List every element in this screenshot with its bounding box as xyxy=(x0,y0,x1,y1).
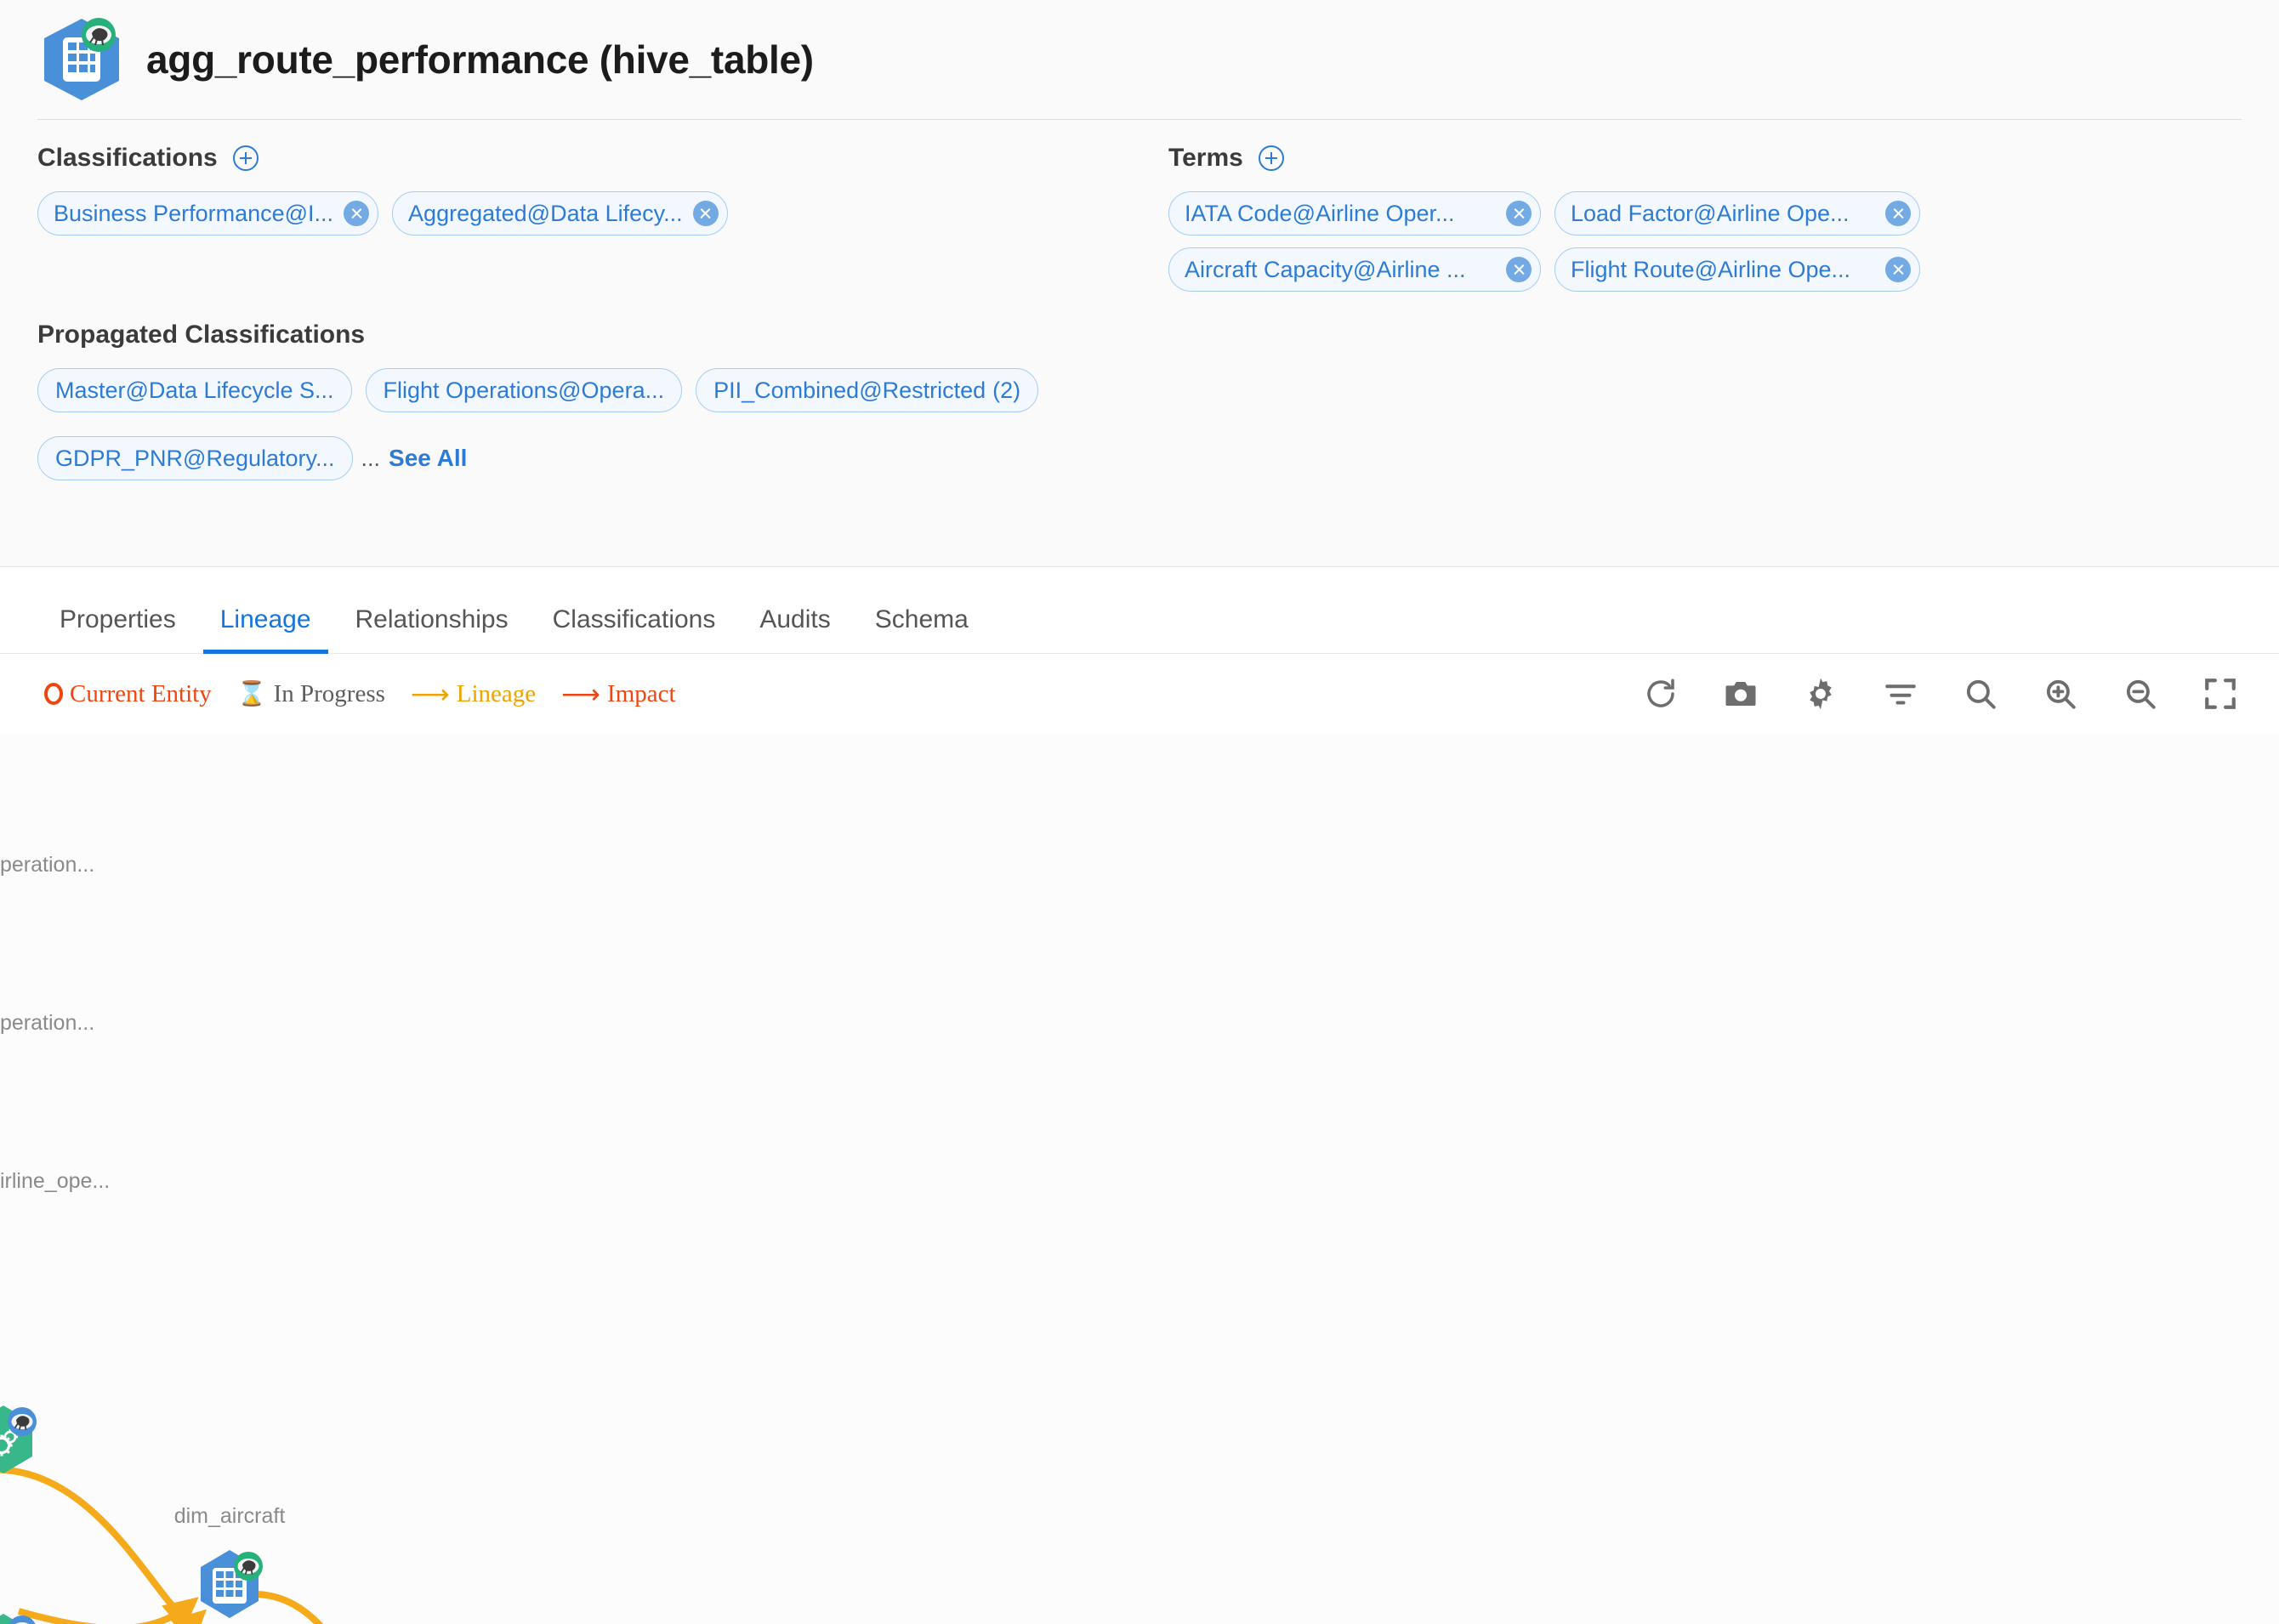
legend-impact: ⟶ Impact xyxy=(561,680,675,708)
arrow-right-icon: ⟶ xyxy=(561,679,601,709)
header-divider xyxy=(37,119,2242,120)
chip-label: Aggregated@Data Lifecy... xyxy=(408,200,683,226)
node-label: irline_ope... xyxy=(0,1169,111,1193)
chip-label: IATA Code@Airline Oper... xyxy=(1185,200,1455,226)
filter-icon[interactable] xyxy=(1883,676,1918,712)
close-circle-icon[interactable] xyxy=(1885,201,1911,226)
tab-bar: Properties Lineage Relationships Classif… xyxy=(0,567,2279,654)
propagated-classifications-section: Propagated Classifications Master@Data L… xyxy=(37,321,2242,480)
page-title: agg_route_performance (hive_table) xyxy=(146,37,814,82)
propagated-chip[interactable]: GDPR_PNR@Regulatory... xyxy=(37,436,353,480)
classification-chip[interactable]: Aggregated@Data Lifecy... xyxy=(392,191,728,236)
add-term-icon[interactable] xyxy=(1258,145,1284,171)
classification-chip[interactable]: Business Performance@I... xyxy=(37,191,379,236)
graph-node-process xyxy=(0,1404,38,1475)
tab-classifications[interactable]: Classifications xyxy=(552,605,716,633)
tab-schema[interactable]: Schema xyxy=(874,605,969,633)
propagated-classifications-label: Propagated Classifications xyxy=(37,321,366,349)
terms-label: Terms xyxy=(1168,144,1243,172)
close-circle-icon[interactable] xyxy=(1885,257,1911,282)
classification-chip-list: Business Performance@I... Aggregated@Dat… xyxy=(37,191,1168,236)
graph-toolbar xyxy=(1643,676,2238,712)
legend-in-progress: ⌛ In Progress xyxy=(237,679,385,708)
close-circle-icon[interactable] xyxy=(1506,257,1532,282)
gear-icon[interactable] xyxy=(1803,676,1839,712)
term-chip[interactable]: IATA Code@Airline Oper... xyxy=(1168,191,1541,236)
search-icon[interactable] xyxy=(1963,676,1998,712)
chip-count: (2) xyxy=(992,377,1021,403)
term-chip[interactable]: Flight Route@Airline Ope... xyxy=(1554,247,1920,292)
lineage-legend: Current Entity ⌛ In Progress ⟶ Lineage ⟶… xyxy=(44,679,676,708)
lineage-graph-canvas[interactable]: HDFS xyxy=(0,734,2279,1624)
legend-label: Impact xyxy=(607,679,676,707)
legend-label: Current Entity xyxy=(70,679,212,707)
chip-label: Flight Route@Airline Ope... xyxy=(1571,256,1851,282)
chip-label: Load Factor@Airline Ope... xyxy=(1571,200,1850,226)
close-circle-icon[interactable] xyxy=(692,201,719,226)
entity-detail-panel: Properties Lineage Relationships Classif… xyxy=(0,566,2279,1624)
hourglass-icon: ⌛ xyxy=(236,681,267,707)
overflow-ellipsis: ... xyxy=(361,445,381,471)
entity-header: agg_route_performance (hive_table) xyxy=(0,0,2279,119)
terms-header: Terms xyxy=(1168,144,2242,173)
camera-icon[interactable] xyxy=(1723,676,1759,712)
node-label: peration... xyxy=(0,1011,95,1035)
zoom-out-icon[interactable] xyxy=(2123,676,2158,712)
chip-label: Flight Operations@Opera... xyxy=(383,377,665,403)
hive-table-icon xyxy=(37,15,126,104)
legend-current-entity: Current Entity xyxy=(44,680,212,708)
chip-label: Master@Data Lifecycle S... xyxy=(55,377,334,403)
tab-properties[interactable]: Properties xyxy=(60,605,176,633)
circle-outline-icon xyxy=(44,683,63,705)
tab-audits[interactable]: Audits xyxy=(759,605,831,633)
term-chip[interactable]: Load Factor@Airline Ope... xyxy=(1554,191,1920,236)
legend-label: Lineage xyxy=(456,679,537,707)
term-chip[interactable]: Aircraft Capacity@Airline ... xyxy=(1168,247,1541,292)
term-chip-list: IATA Code@Airline Oper... Load Factor@Ai… xyxy=(1168,191,1934,292)
see-all-link[interactable]: See All xyxy=(389,445,468,471)
node-label-dim-aircraft: dim_aircraft xyxy=(173,1504,286,1528)
classifications-label: Classifications xyxy=(37,144,218,172)
tab-relationships[interactable]: Relationships xyxy=(355,605,509,633)
propagated-chip[interactable]: Master@Data Lifecycle S... xyxy=(37,368,352,412)
fullscreen-icon[interactable] xyxy=(2202,676,2238,712)
add-classification-icon[interactable] xyxy=(232,145,259,171)
propagated-chip-list: Master@Data Lifecycle S... Flight Operat… xyxy=(37,368,1134,480)
propagated-chip[interactable]: Flight Operations@Opera... xyxy=(365,368,683,412)
chip-label: GDPR_PNR@Regulatory... xyxy=(55,445,335,471)
zoom-in-icon[interactable] xyxy=(2043,676,2078,712)
propagated-chip[interactable]: PII_Combined@Restricted (2) xyxy=(696,368,1039,412)
lineage-toolbar: Current Entity ⌛ In Progress ⟶ Lineage ⟶… xyxy=(0,654,2279,734)
refresh-icon[interactable] xyxy=(1643,676,1679,712)
arrow-right-icon: ⟶ xyxy=(410,679,450,709)
chip-label: Aircraft Capacity@Airline ... xyxy=(1185,256,1466,282)
node-label: peration... xyxy=(0,853,95,877)
chip-label: Business Performance@I... xyxy=(54,200,334,226)
chip-label: PII_Combined@Restricted xyxy=(713,377,986,403)
classifications-header: Classifications xyxy=(37,144,1168,173)
tab-lineage[interactable]: Lineage xyxy=(198,605,333,654)
entity-meta-area: Classifications Business Performance@I..… xyxy=(0,120,2279,497)
legend-label: In Progress xyxy=(273,679,385,707)
graph-node-table xyxy=(200,1549,264,1619)
legend-lineage: ⟶ Lineage xyxy=(411,680,536,708)
close-circle-icon[interactable] xyxy=(1506,201,1532,226)
close-circle-icon[interactable] xyxy=(344,201,370,226)
lineage-graph-svg: HDFS xyxy=(0,1404,324,1624)
